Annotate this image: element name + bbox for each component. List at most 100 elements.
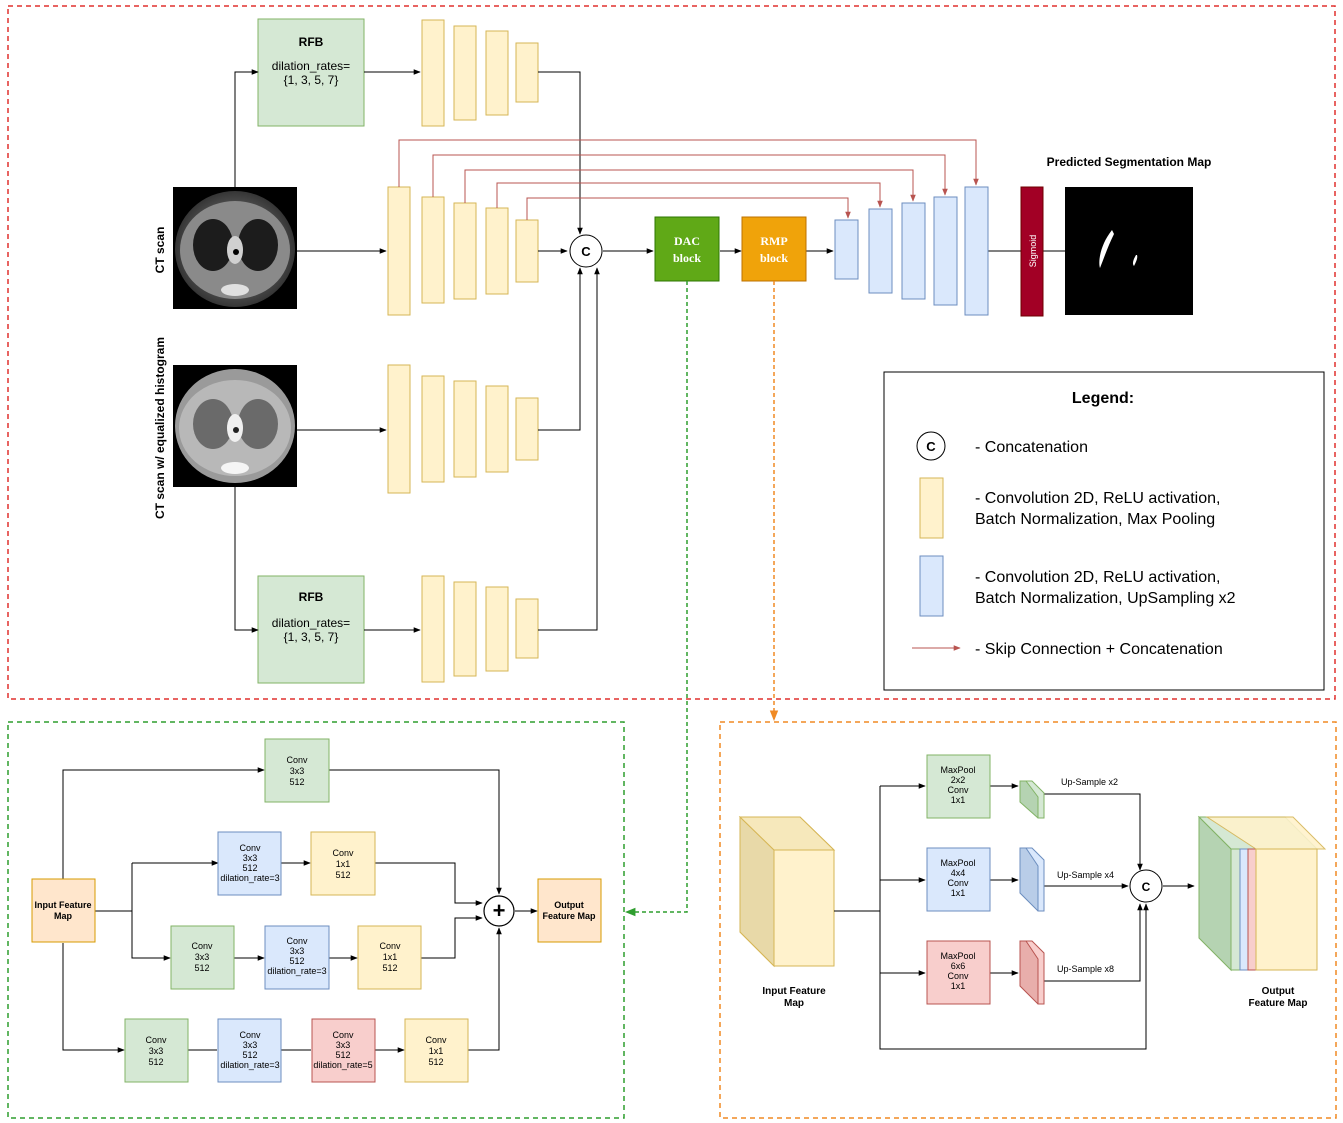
concat-main-symbol: C xyxy=(581,244,591,259)
rmp-p2-l2: 4x4 xyxy=(951,868,966,878)
rfb-top-line2: {1, 3, 5, 7} xyxy=(284,73,339,87)
rmp-pool-p1: MaxPool 2x2 Conv 1x1 xyxy=(926,754,991,819)
dac-b4a-l3: 512 xyxy=(148,1057,163,1067)
output-title: Predicted Segmentation Map xyxy=(1047,155,1212,169)
dac-b4b-l3: 512 xyxy=(242,1050,257,1060)
legend-decoder-line2: Batch Normalization, UpSampling x2 xyxy=(975,590,1236,607)
ct-hist-label: CT scan w/ equalized histogram xyxy=(153,337,167,519)
rmp-p2-l4: 1x1 xyxy=(951,888,966,898)
encoder-branch-main xyxy=(387,186,539,316)
dac-detail-connections xyxy=(62,767,538,1053)
dac-b3a-l3: 512 xyxy=(194,963,209,973)
dac-conv-b4d: Conv 1x1 512 xyxy=(404,1018,469,1083)
rmp-up3-label: Up-Sample x8 xyxy=(1057,964,1114,974)
dac-conv-b3b: Conv 3x3 512 dilation_rate=3 xyxy=(264,925,330,990)
legend-encoder-line1: - Convolution 2D, ReLU activation, xyxy=(975,490,1220,507)
rmp-p1-l2: 2x2 xyxy=(951,775,966,785)
dac-block: DAC block xyxy=(654,216,720,282)
dac-b3c-l1: Conv xyxy=(379,941,401,951)
ct-scan-image xyxy=(173,187,297,309)
decoder-blocks xyxy=(834,186,989,316)
dac-input-line2: Map xyxy=(54,911,73,921)
dac-b3c-l2: 1x1 xyxy=(383,952,398,962)
dac-b2a-l3: 512 xyxy=(242,863,257,873)
rmp-concat-node: C xyxy=(1129,869,1163,903)
dac-b4a-l1: Conv xyxy=(145,1035,167,1045)
rmp-p2-l3: Conv xyxy=(947,878,969,888)
dac-conv-b3c: Conv 1x1 512 xyxy=(357,925,422,990)
rmp-p3-l1: MaxPool xyxy=(940,951,975,961)
rfb-block-bottom: RFB dilation_rates= {1, 3, 5, 7} xyxy=(257,575,365,684)
legend-decoder-line1: - Convolution 2D, ReLU activation, xyxy=(975,569,1220,586)
dac-conv-b4a: Conv 3x3 512 xyxy=(124,1018,189,1083)
rmp-output-line2: Feature Map xyxy=(1249,998,1308,1009)
dac-b3a-l1: Conv xyxy=(191,941,213,951)
segmentation-map-image xyxy=(1065,187,1193,315)
rfb-top-title: RFB xyxy=(299,35,324,49)
dac-conv-b2b: Conv 1x1 512 xyxy=(310,831,376,896)
legend-concat-icon xyxy=(916,431,946,461)
rmp-label-2: block xyxy=(760,251,788,265)
rmp-p3-l3: Conv xyxy=(947,971,969,981)
main-architecture-border xyxy=(7,5,1336,700)
dac-b4b-l4: dilation_rate=3 xyxy=(220,1060,279,1070)
dac-b1-l2: 3x3 xyxy=(290,766,305,776)
dac-b4c-l3: 512 xyxy=(335,1050,350,1060)
encoder-branch-bottom xyxy=(421,575,539,683)
dac-b4c-l4: dilation_rate=5 xyxy=(313,1060,372,1070)
rfb-top-line1: dilation_rates= xyxy=(272,59,350,73)
dac-input-line1: Input Feature xyxy=(34,900,91,910)
rmp-block: RMP block xyxy=(741,216,807,282)
dac-detail-border xyxy=(7,721,625,1119)
dac-output-line1: Output xyxy=(554,900,584,910)
rmp-input-line1: Input Feature xyxy=(762,986,826,997)
dac-b3b-l1: Conv xyxy=(286,936,308,946)
rfb-bottom-title: RFB xyxy=(299,590,324,604)
concat-node-main: C xyxy=(569,234,603,268)
rmp-up1-label: Up-Sample x2 xyxy=(1061,777,1118,787)
legend-skip-text: - Skip Connection + Concatenation xyxy=(975,641,1223,658)
dac-b3b-l4: dilation_rate=3 xyxy=(267,966,326,976)
rmp-pool-p2: MaxPool 4x4 Conv 1x1 xyxy=(926,847,991,912)
dac-b4c-l1: Conv xyxy=(332,1030,354,1040)
rmp-slab-2 xyxy=(1019,847,1045,912)
dac-conv-b4c: Conv 3x3 512 dilation_rate=5 xyxy=(311,1018,376,1083)
dac-b4c-l2: 3x3 xyxy=(336,1040,351,1050)
dac-b3b-l3: 512 xyxy=(289,956,304,966)
dac-b4d-l2: 1x1 xyxy=(429,1046,444,1056)
dac-b3b-l2: 3x3 xyxy=(290,946,305,956)
dac-conv-b2a: Conv 3x3 512 dilation_rate=3 xyxy=(217,831,282,896)
skip-connections xyxy=(398,139,979,220)
rmp-output-cuboid xyxy=(1197,815,1327,972)
dac-sum-symbol: + xyxy=(493,898,506,923)
legend-encoder-swatch xyxy=(919,477,944,539)
dac-conv-b4b: Conv 3x3 512 dilation_rate=3 xyxy=(217,1018,282,1083)
dac-b1-l3: 512 xyxy=(289,777,304,787)
dac-b4a-l2: 3x3 xyxy=(149,1046,164,1056)
rmp-up2-label: Up-Sample x4 xyxy=(1057,870,1114,880)
rmp-p3-l2: 6x6 xyxy=(951,961,966,971)
dac-b2b-l1: Conv xyxy=(332,848,354,858)
rmp-input-cuboid xyxy=(738,815,836,968)
rmp-slab-3 xyxy=(1019,940,1045,1005)
dac-b4b-l1: Conv xyxy=(239,1030,261,1040)
dac-b2a-l1: Conv xyxy=(239,843,261,853)
dac-b4d-l3: 512 xyxy=(428,1057,443,1067)
dac-detail-connector xyxy=(624,281,688,917)
rfb-bottom-line2: {1, 3, 5, 7} xyxy=(284,630,339,644)
rmp-p1-l3: Conv xyxy=(947,785,969,795)
dac-label-1: DAC xyxy=(674,234,700,248)
legend-encoder-line2: Batch Normalization, Max Pooling xyxy=(975,511,1215,528)
rfb-block-top: RFB dilation_rates= {1, 3, 5, 7} xyxy=(257,18,365,127)
dac-b4d-l1: Conv xyxy=(425,1035,447,1045)
ct-scan-label: CT scan xyxy=(153,227,167,274)
rmp-p1-l1: MaxPool xyxy=(940,765,975,775)
ct-scan-equalized-image xyxy=(173,365,297,487)
dac-label-2: block xyxy=(673,251,701,265)
legend-concat-symbol: C xyxy=(926,439,936,454)
dac-b2a-l2: 3x3 xyxy=(243,853,258,863)
dac-conv-b3a: Conv 3x3 512 xyxy=(170,925,235,990)
dac-b1-l1: Conv xyxy=(286,755,308,765)
dac-b2b-l2: 1x1 xyxy=(336,859,351,869)
